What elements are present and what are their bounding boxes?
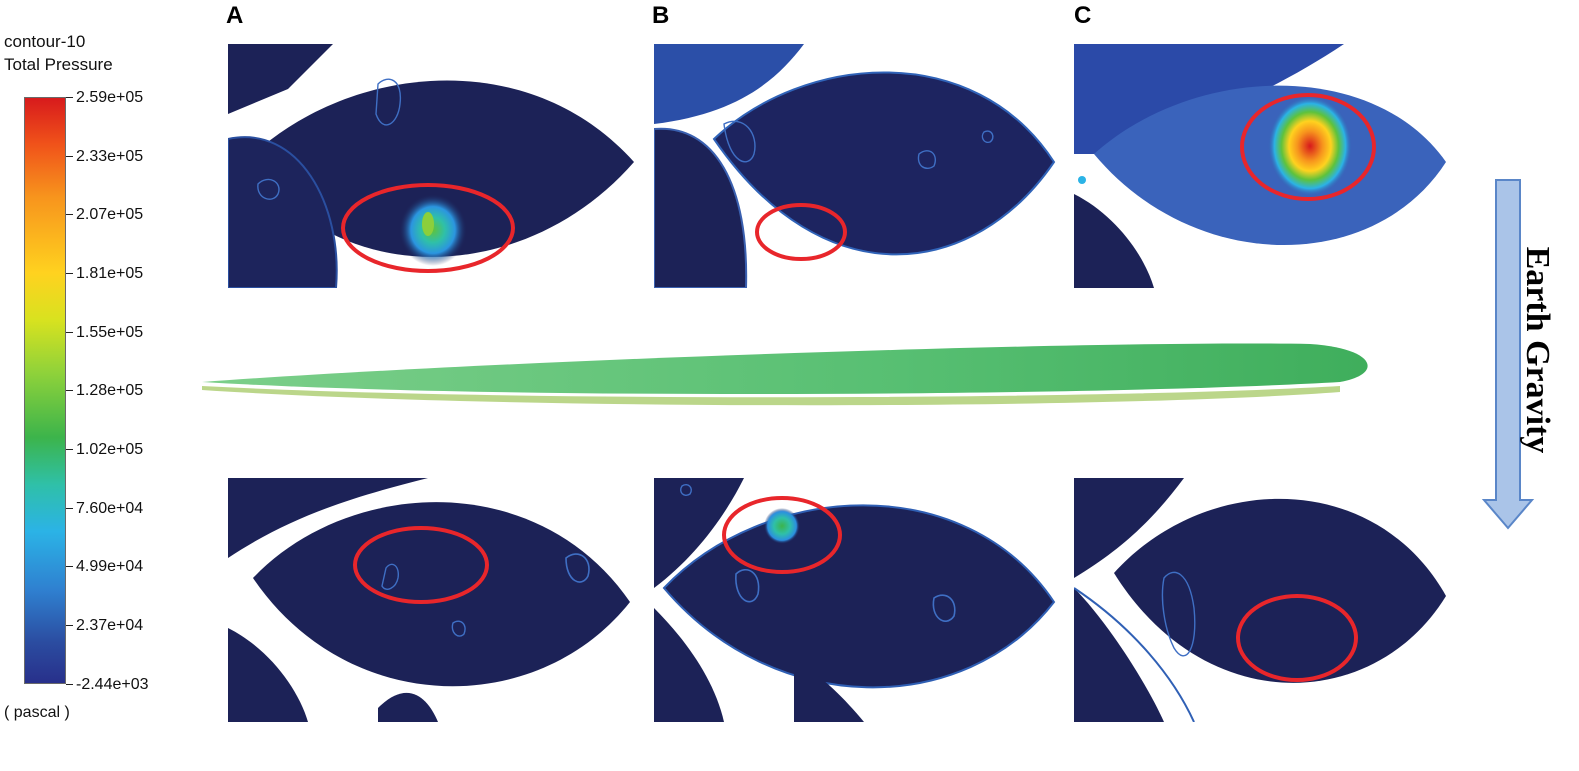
- highlight-ellipse: [353, 526, 489, 604]
- colorbar-tick-label: -2.44e+03: [76, 676, 149, 693]
- pressure-contour-line: [917, 150, 936, 170]
- neighbor-leaf: [654, 608, 724, 722]
- pressure-contour-line: [723, 120, 756, 163]
- stem-shadow: [202, 386, 1340, 406]
- neighbor-leaf: [228, 44, 333, 114]
- colorbar-tick-label: 2.33e+05: [76, 148, 144, 165]
- panel-a-bottom: [228, 478, 638, 722]
- colorbar-tick: [66, 156, 73, 157]
- colorbar-tick: [66, 97, 73, 98]
- pressure-contour-line: [257, 178, 280, 200]
- colorbar-tick: [66, 214, 73, 215]
- neighbor-leaf: [1074, 478, 1184, 578]
- neighbor-leaf: [794, 658, 864, 722]
- colorbar-tick: [66, 684, 73, 685]
- highlight-ellipse: [341, 183, 515, 273]
- highlight-ellipse: [1240, 93, 1376, 201]
- leaf-blade: [712, 71, 1056, 256]
- pressure-contour-line: [932, 594, 956, 622]
- legend-title-contour: contour-10: [4, 32, 86, 51]
- pressure-contour-line: [381, 563, 400, 590]
- panel-a-top: [228, 44, 638, 288]
- neighbor-leaf: [1074, 588, 1164, 722]
- gravity-arrow-icon: [1481, 179, 1535, 530]
- colorbar-tick-label: 4.99e+04: [76, 558, 144, 575]
- legend-title-quantity: Total Pressure: [4, 55, 113, 74]
- highlight-ellipse: [722, 496, 842, 574]
- column-label-b: B: [652, 2, 670, 29]
- neighbor-leaf: [228, 136, 338, 288]
- neighbor-leaf: [654, 44, 804, 124]
- pressure-hotspot: [1268, 96, 1352, 196]
- neighbor-leaf: [378, 692, 438, 722]
- leaf-blade: [248, 80, 634, 257]
- panel-c-bottom: [1074, 478, 1484, 722]
- column-label-c: C: [1074, 2, 1092, 29]
- pressure-contour-line: [680, 484, 692, 496]
- colorbar-tick: [66, 566, 73, 567]
- neighbor-leaf: [654, 478, 744, 588]
- leaf-blade: [253, 502, 630, 687]
- stem-joint: [1078, 176, 1086, 184]
- colorbar-tick-label: 2.37e+04: [76, 617, 144, 634]
- gravity-arrow: [1480, 178, 1536, 535]
- colorbar-tick-label: 1.28e+05: [76, 382, 144, 399]
- colorbar-tick: [66, 625, 73, 626]
- neighbor-leaf: [228, 478, 428, 558]
- pressure-hotspot: [764, 508, 800, 544]
- pressure-contour-line: [451, 620, 466, 637]
- neighbor-leaf: [228, 628, 308, 722]
- neighbor-leaf: [654, 127, 748, 288]
- panel-b-top: [654, 44, 1064, 288]
- leaf-blade: [1114, 498, 1446, 683]
- colorbar-tick-label: 7.60e+04: [76, 500, 144, 517]
- panel-b-bottom: [654, 478, 1064, 722]
- column-label-a: A: [226, 2, 244, 29]
- pressure-contour-line: [375, 78, 402, 126]
- gravity-label: Earth Gravity: [1519, 246, 1556, 454]
- colorbar-tick-label: 2.59e+05: [76, 89, 144, 106]
- colorbar-tick-label: 1.81e+05: [76, 265, 144, 282]
- gravity-label-box: Earth Gravity: [1507, 215, 1567, 485]
- panel-c-top: [1074, 44, 1484, 288]
- highlight-ellipse: [1236, 594, 1358, 682]
- colorbar-tick: [66, 390, 73, 391]
- legend-unit: ( pascal ): [4, 704, 70, 721]
- colorbar-tick-label: 2.07e+05: [76, 206, 144, 223]
- colorbar-tick-label: 1.55e+05: [76, 324, 144, 341]
- pressure-hotspot-core: [422, 212, 434, 236]
- colorbar-tick: [66, 273, 73, 274]
- colorbar-tick-label: 1.02e+05: [76, 441, 144, 458]
- pressure-contour-line: [981, 130, 994, 144]
- pressure-colorbar: [24, 97, 66, 684]
- pressure-contour-line: [565, 553, 590, 583]
- highlight-ellipse: [755, 203, 847, 261]
- plant-stem: [200, 330, 1380, 425]
- leaf-blade: [1094, 85, 1446, 246]
- colorbar-tick: [66, 449, 73, 450]
- stem-body: [202, 343, 1368, 395]
- colorbar-tick: [66, 332, 73, 333]
- leaf-edge: [1074, 587, 1195, 722]
- pressure-contour-line: [735, 569, 760, 603]
- neighbor-leaf: [1074, 194, 1154, 288]
- pressure-contour-line: [1161, 571, 1196, 657]
- colorbar-tick: [66, 508, 73, 509]
